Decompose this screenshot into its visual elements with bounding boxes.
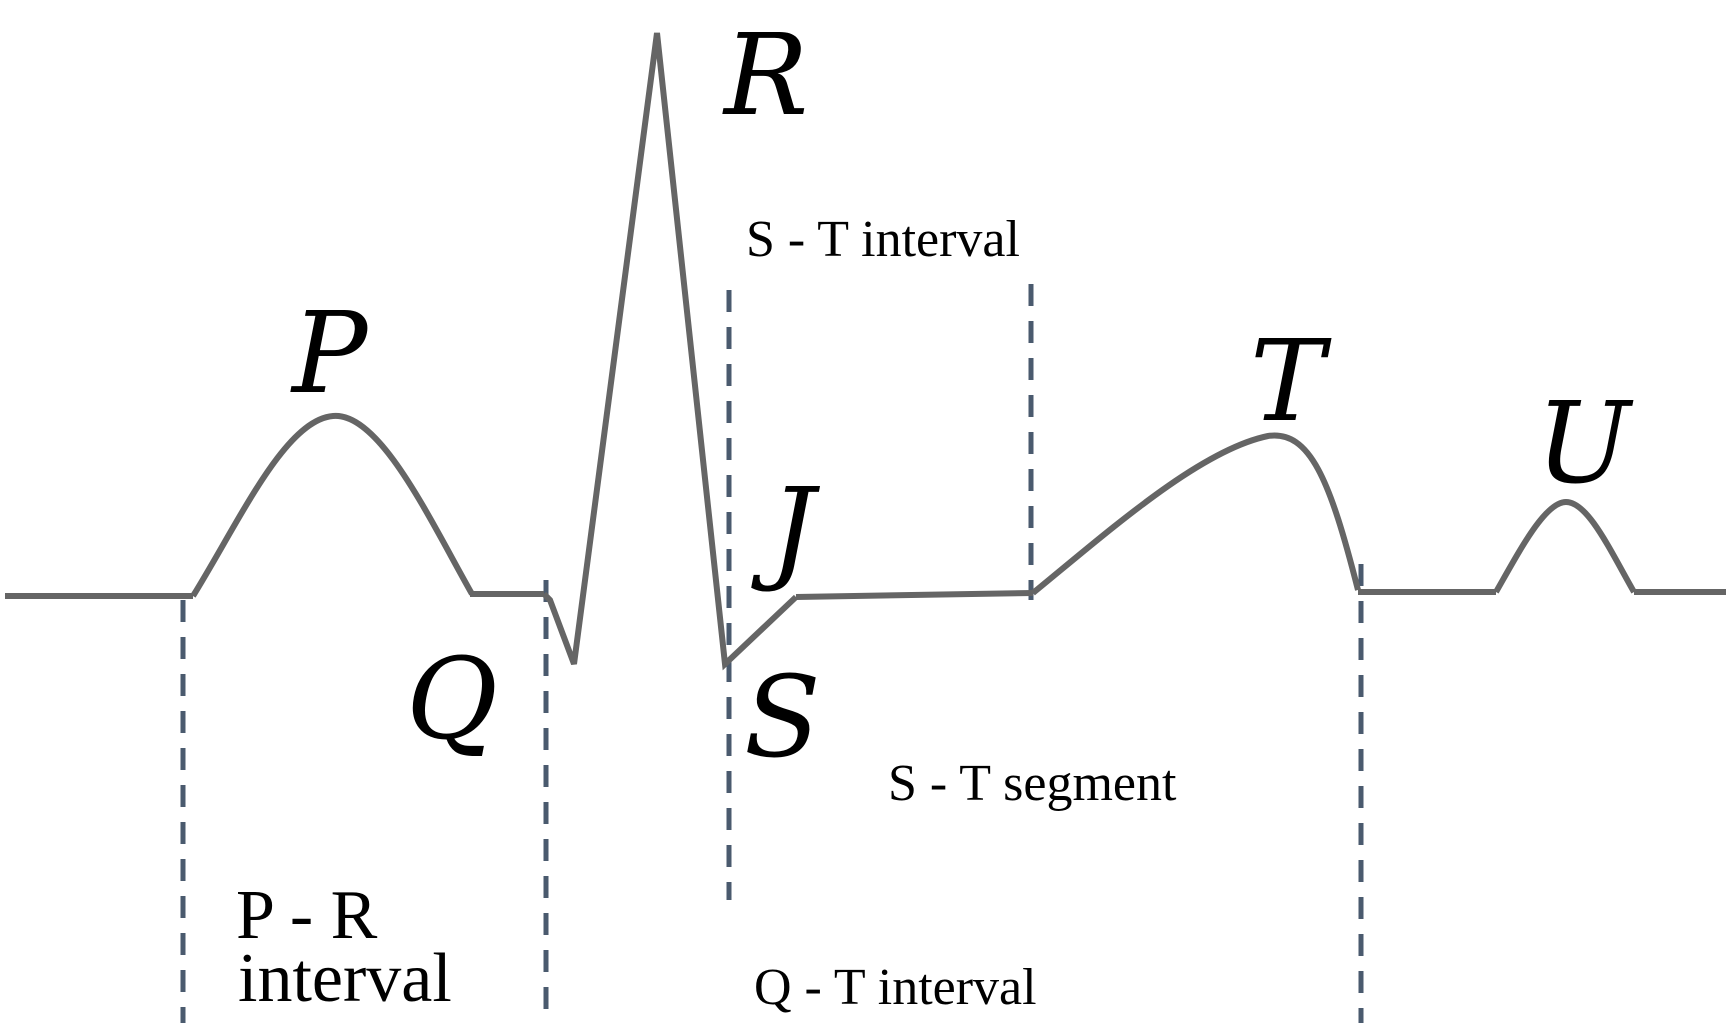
qt-interval-label: Q - T interval (754, 959, 1037, 1016)
s-wave-label: S (744, 653, 821, 783)
u-wave (1493, 498, 1637, 594)
st-segment (795, 590, 1034, 600)
q-wave-label: Q (406, 635, 498, 765)
p-wave (190, 412, 475, 598)
r-wave-label: R (722, 11, 808, 141)
p-wave-label: P (290, 289, 369, 419)
t-wave (1031, 432, 1361, 596)
st-segment-label: S - T segment (888, 755, 1177, 812)
pr-interval-label-line1: P - R (236, 877, 378, 954)
st-interval-label: S - T interval (746, 211, 1020, 268)
qrs-complex (541, 32, 799, 671)
t-wave-label: T (1250, 317, 1332, 447)
j-point-label: J (751, 465, 821, 595)
pr-interval-label-line2: interval (238, 940, 452, 1017)
u-wave-label: U (1536, 379, 1634, 509)
